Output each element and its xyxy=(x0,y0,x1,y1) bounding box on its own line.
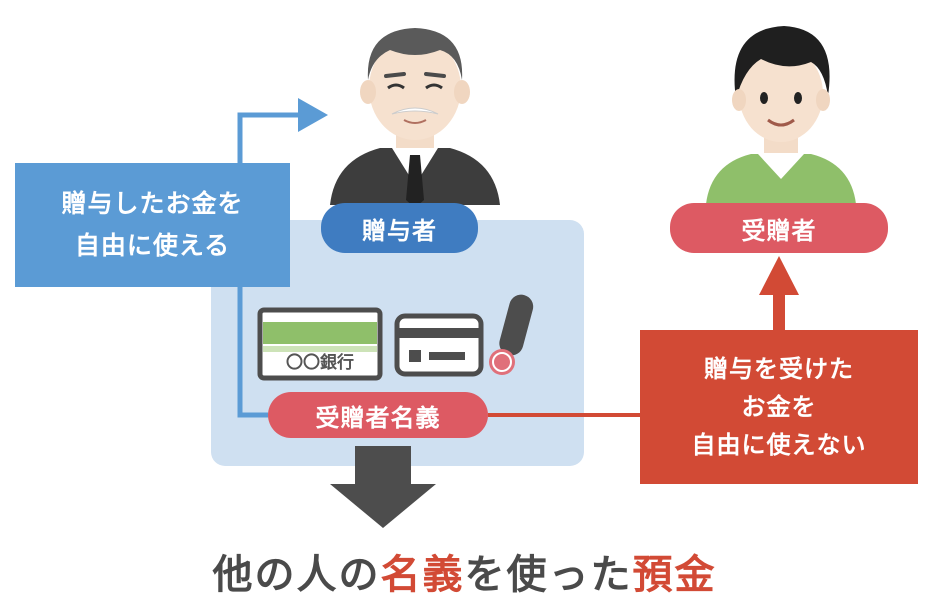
down-arrowhead xyxy=(330,484,436,528)
caption-accent-2: 預金 xyxy=(632,552,717,598)
bankbook-icon xyxy=(257,307,383,381)
older-man-icon xyxy=(330,28,500,208)
receiver-note-line-3: 自由に使えない xyxy=(691,431,867,459)
seal-icon xyxy=(489,294,534,375)
receiver-label: 受贈者 xyxy=(670,203,888,253)
caption-part-1: 他の人の xyxy=(212,552,381,598)
red-arrowhead xyxy=(759,256,799,295)
blue-arrowhead xyxy=(298,98,328,132)
card-icon xyxy=(394,313,484,377)
caption-part-2: を使った xyxy=(464,552,633,598)
red-arrow-shaft xyxy=(773,292,785,330)
giver-note-line-2: 自由に使える xyxy=(74,231,231,260)
receiver-note-line-1: 贈与を受けた xyxy=(704,355,854,383)
receiver-note: 贈与を受けた お金を 自由に使えない xyxy=(640,330,918,484)
caption: 他の人の名義を使った預金 xyxy=(0,542,929,602)
giver-note-line-1: 贈与したお金を xyxy=(61,189,244,218)
giver-note: 贈与したお金を 自由に使える xyxy=(15,163,290,287)
caption-accent-1: 名義 xyxy=(380,552,465,598)
receiver-note-line-2: お金を xyxy=(741,393,817,421)
giver-label: 贈与者 xyxy=(321,203,478,253)
bankbook-label: 〇〇銀行 xyxy=(286,352,354,373)
young-man-icon xyxy=(706,26,856,204)
down-arrow-shaft xyxy=(355,446,411,484)
account-name-label: 受贈者名義 xyxy=(268,392,488,438)
